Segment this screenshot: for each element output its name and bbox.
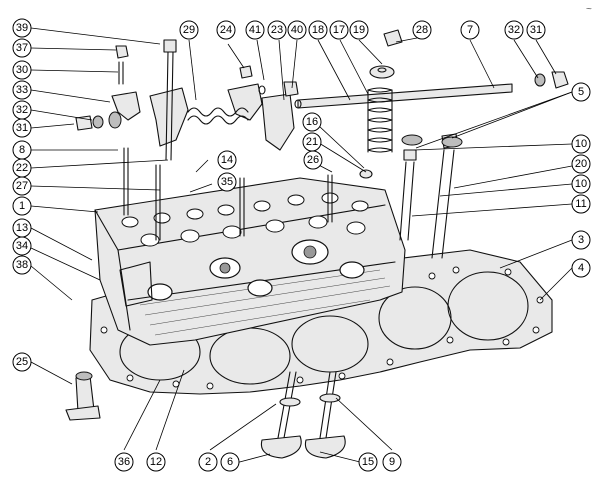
svg-text:8: 8 [19,144,25,156]
valves [260,371,346,459]
svg-text:37: 37 [16,42,28,54]
rocker-shaft [294,83,513,109]
svg-text:20: 20 [575,158,587,170]
callout-36: 36 [114,452,134,472]
svg-text:19: 19 [353,24,365,36]
callout-2: 2 [198,452,218,472]
callout-4: 4 [571,258,591,278]
corner-mark: ~ [586,4,592,15]
svg-text:39: 39 [16,22,28,34]
callout-26: 26 [303,150,323,170]
svg-text:1: 1 [19,200,25,212]
callout-13: 13 [12,218,32,238]
callout-18: 18 [308,20,328,40]
callouts: 39 29 24 41 23 40 18 17 19 28 7 32 31 37… [12,18,591,472]
callout-1: 1 [12,196,32,216]
callout-39: 39 [12,18,32,38]
svg-text:31: 31 [530,24,542,36]
callout-7: 7 [460,20,480,40]
callout-9: 9 [382,452,402,472]
callout-3: 3 [571,230,591,250]
svg-text:29: 29 [183,24,195,36]
svg-text:32: 32 [16,104,28,116]
callout-16: 16 [302,112,322,132]
callout-24: 24 [216,20,236,40]
svg-text:17: 17 [333,24,345,36]
callout-10-lower: 10 [571,174,591,194]
callout-14: 14 [217,150,237,170]
svg-text:40: 40 [291,24,303,36]
callout-19: 19 [349,20,369,40]
callout-41: 41 [245,20,265,40]
svg-text:11: 11 [575,198,586,210]
callout-10-upper: 10 [571,134,591,154]
callout-33: 33 [12,80,32,100]
svg-text:25: 25 [16,356,28,368]
svg-text:41: 41 [249,24,261,36]
svg-text:3: 3 [578,234,584,246]
callout-25: 25 [12,352,32,372]
callout-31-left: 31 [12,118,32,138]
callout-31-top: 31 [526,20,546,40]
callout-38: 38 [12,255,32,275]
svg-text:14: 14 [221,154,233,166]
svg-text:15: 15 [362,456,374,468]
svg-text:22: 22 [16,162,28,174]
callout-23: 23 [267,20,287,40]
svg-text:28: 28 [416,24,428,36]
head-studs [123,147,333,241]
callout-11: 11 [571,194,591,214]
svg-text:10: 10 [575,138,587,150]
leader-lines [30,27,573,465]
svg-text:30: 30 [16,64,28,76]
valve-spring [359,87,393,179]
svg-text:36: 36 [118,456,130,468]
callout-35: 35 [217,172,237,192]
callout-34: 34 [12,236,32,256]
callout-12: 12 [146,452,166,472]
svg-text:18: 18 [312,24,324,36]
callout-8: 8 [12,140,32,160]
svg-text:34: 34 [16,240,28,252]
svg-text:27: 27 [16,180,28,192]
callout-15: 15 [358,452,378,472]
svg-text:33: 33 [16,84,28,96]
callout-17: 17 [329,20,349,40]
callout-5: 5 [571,82,591,102]
callout-32-top: 32 [504,20,524,40]
svg-text:21: 21 [306,136,318,148]
callout-21: 21 [302,132,322,152]
callout-37: 37 [12,38,32,58]
svg-text:9: 9 [389,456,395,468]
svg-text:35: 35 [221,176,233,188]
svg-text:23: 23 [271,24,283,36]
svg-text:10: 10 [575,178,587,190]
svg-text:38: 38 [16,259,28,271]
callout-28: 28 [412,20,432,40]
callout-29: 29 [179,20,199,40]
rocker-assembly [75,29,569,161]
callout-30: 30 [12,60,32,80]
callout-32-left: 32 [12,100,32,120]
callout-27: 27 [12,176,32,196]
svg-text:12: 12 [150,456,162,468]
svg-text:26: 26 [307,154,319,166]
callout-40: 40 [287,20,307,40]
svg-text:5: 5 [578,86,584,98]
callout-6: 6 [220,452,240,472]
svg-text:4: 4 [578,262,584,274]
injector-sleeve [65,371,101,421]
svg-text:2: 2 [205,456,211,468]
callout-22: 22 [12,158,32,178]
callout-20: 20 [571,154,591,174]
svg-text:32: 32 [508,24,520,36]
svg-text:13: 13 [16,222,28,234]
svg-text:7: 7 [467,24,473,36]
svg-text:16: 16 [306,116,318,128]
svg-text:6: 6 [227,456,233,468]
head-bolts [399,133,463,259]
svg-text:24: 24 [220,24,232,36]
svg-text:31: 31 [16,122,28,134]
